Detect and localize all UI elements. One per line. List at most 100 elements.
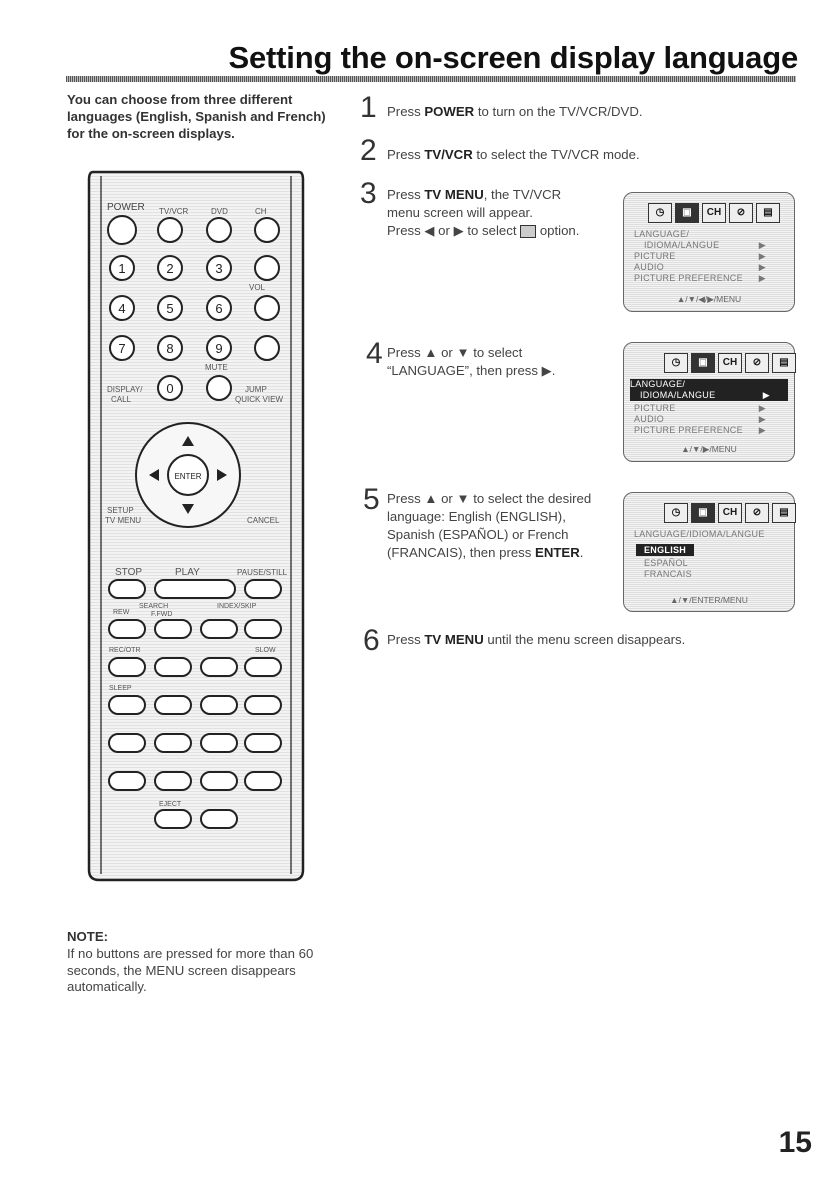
open-close-button [200,809,238,829]
svg-text:7: 7 [118,341,125,356]
page-number: 15 [778,1126,812,1159]
transport-buttons [108,619,282,639]
tvvcr-label: TV/VCR [159,207,189,216]
mute-label: MUTE [205,363,228,372]
setup-label: SETUP [107,506,134,515]
clock-icon: ◷ [664,353,688,373]
menu-screen-step4: ◷ ▣ CH ⊘ ▤ LANGUAGE/ IDIOMA/LANGUE▶ PICT… [623,342,796,462]
menu-footer: ▲/▼/▶/MENU [681,444,737,454]
svg-text:1: 1 [118,261,125,276]
page-title: Setting the on-screen display language [228,40,799,75]
menu-screen-step3: ◷ ▣ CH ⊘ ▤ LANGUAGE/ IDIOMA/LANGUE▶ PICT… [623,192,795,312]
language-icon: ▣ [691,503,715,523]
quickview-label: QUICK VIEW [235,395,283,404]
menu-row: PICTURE▶ [634,403,766,413]
menu-icon-row: ◷ ▣ CH ⊘ ▤ [664,353,796,373]
stop-label: STOP [115,567,142,578]
svg-text:0: 0 [166,381,173,396]
menu-row: AUDIO▶ [634,414,766,424]
language-header: LANGUAGE/IDIOMA/LANGUE [634,529,765,539]
language-icon: ▣ [675,203,699,223]
ffwd-label: F.FWD [151,611,172,618]
vol-label: VOL [249,283,266,292]
remote-control-illustration: POWER TV/VCR DVD CH 1 2 3 4 5 6 7 8 9 0 … [87,170,305,882]
ch-icon: CH [718,503,742,523]
enter-label: ENTER [174,472,201,481]
svg-text:6: 6 [215,301,222,316]
language-icon: ▣ [691,353,715,373]
nav-left-arrow [149,469,159,481]
cancel-label: CANCEL [247,516,280,525]
dvd-label: DVD [211,207,228,216]
stop-button [108,579,146,599]
lock-icon: ⊘ [729,203,753,223]
lock-icon: ⊘ [745,503,769,523]
note-heading: NOTE: [67,929,109,944]
menu-row: PICTURE PREFERENCE▶ [634,425,766,435]
step-5-text: Press ▲ or ▼ to select the desired langu… [387,491,592,560]
menu-row: AUDIO▶ [634,262,766,272]
search-label: SEARCH [139,603,168,610]
step-4-number: 4 [366,337,383,370]
menu-screen-step5: ◷ ▣ CH ⊘ ▤ LANGUAGE/IDIOMA/LANGUE ENGLIS… [623,492,796,612]
note-text: If no buttons are pressed for more than … [67,946,314,994]
power-label: POWER [107,202,145,213]
ch-up-button [254,217,280,243]
step-3-number: 3 [360,177,377,210]
rew-label: REW [113,609,130,616]
ch-label: CH [255,207,267,216]
step-6-number: 6 [363,624,380,657]
setup-icon: ▤ [756,203,780,223]
lock-icon: ⊘ [745,353,769,373]
display-label: DISPLAY/ [107,385,143,394]
ch-icon: CH [702,203,726,223]
menu-footer: ▲/▼/◀/▶/MENU [676,294,742,304]
step-4-text: Press ▲ or ▼ to select “LANGUAGE”, then … [387,345,556,378]
menu-footer: ▲/▼/ENTER/MENU [670,595,748,605]
eject-label: EJECT [159,801,182,808]
play-label: PLAY [175,567,200,578]
language-option-english: ENGLISH [636,544,784,556]
intro-text: You can choose from three different lang… [67,92,326,141]
jump-label: JUMP [245,385,267,394]
function-buttons [108,657,282,791]
step-3-text: Press TV MENU, the TV/VCR menu screen wi… [387,187,580,239]
enter-button [167,454,209,496]
pause-label: PAUSE/STILL [237,568,288,577]
menu-option-icon [520,225,537,239]
call-label: CALL [111,395,132,404]
pause-button [244,579,282,599]
menu-icon-row: ◷ ▣ CH ⊘ ▤ [648,203,780,223]
menu-row: IDIOMA/LANGUE▶ [644,240,766,250]
ch-icon: CH [718,353,742,373]
step-6-text: Press TV MENU until the menu screen disa… [387,632,686,647]
tvvcr-button [157,217,183,243]
language-option-francais: FRANCAIS [644,569,692,579]
power-button [107,215,137,245]
title-rule [66,76,796,82]
index-label: INDEX/SKIP [217,603,257,610]
svg-text:5: 5 [166,301,173,316]
menu-row-selected: LANGUAGE/ IDIOMA/LANGUE▶ [630,379,788,401]
step-5-number: 5 [363,483,380,516]
nav-right-arrow [217,469,227,481]
svg-text:8: 8 [166,341,173,356]
step-1-number: 1 [360,91,377,124]
setup-icon: ▤ [772,353,796,373]
menu-icon-row: ◷ ▣ CH ⊘ ▤ [664,503,796,523]
svg-text:4: 4 [118,301,125,316]
digit-buttons: 1 2 3 4 5 6 7 8 9 0 [109,255,280,401]
clock-icon: ◷ [664,503,688,523]
step-2-text: Press TV/VCR to select the TV/VCR mode. [387,147,640,162]
svg-text:9: 9 [215,341,222,356]
svg-text:3: 3 [215,261,222,276]
nav-up-arrow [182,436,194,446]
nav-down-arrow [182,504,194,514]
step-1-text: Press POWER to turn on the TV/VCR/DVD. [387,104,643,119]
sleep-label: SLEEP [109,685,132,692]
slow-label: SLOW [255,647,276,654]
step-2-number: 2 [360,134,377,167]
svg-text:2: 2 [166,261,173,276]
dvd-button [206,217,232,243]
setup-icon: ▤ [772,503,796,523]
